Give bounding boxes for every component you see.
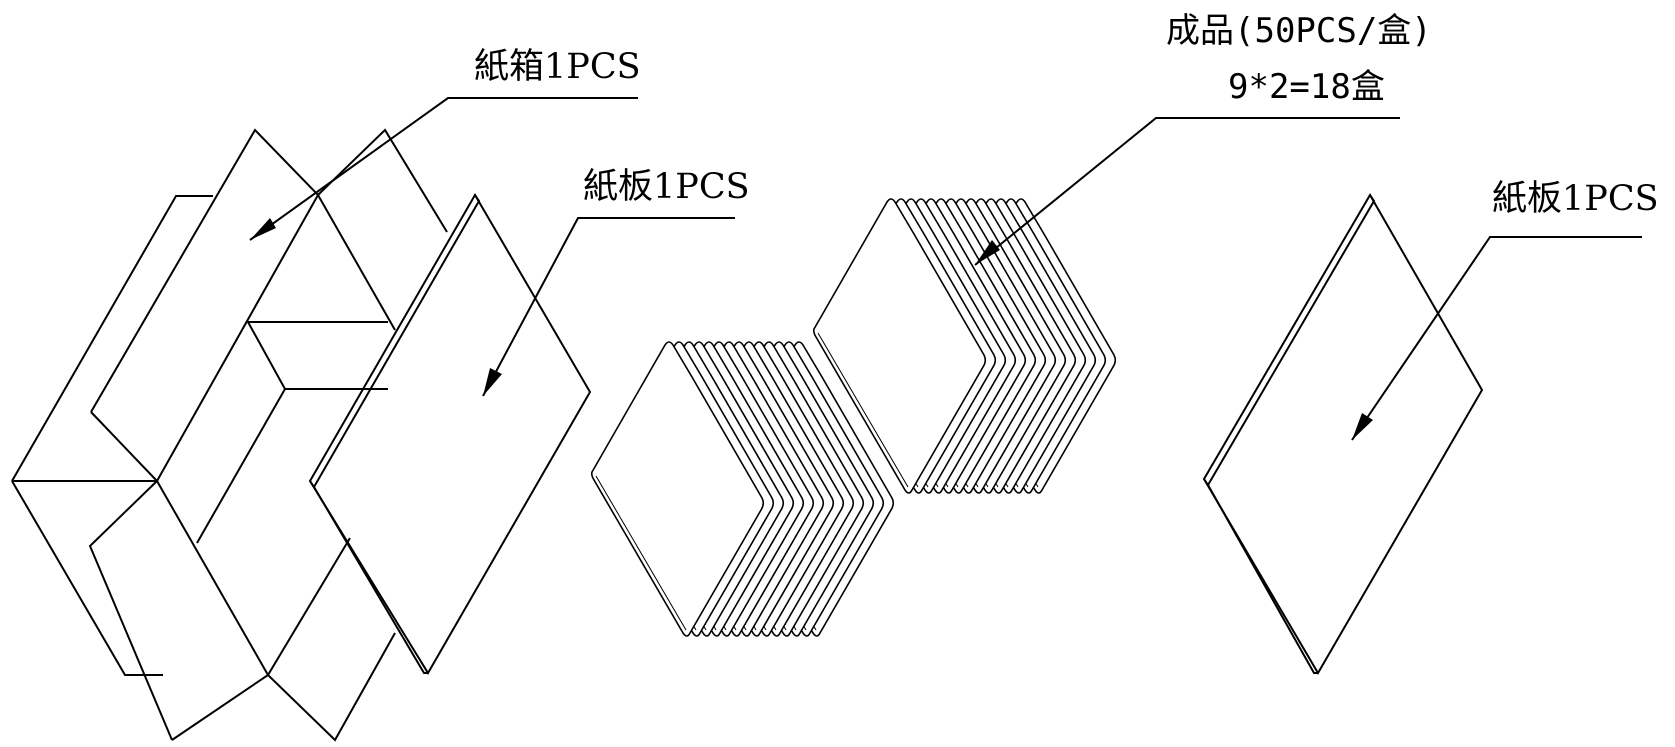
- product-box-edge: [595, 475, 687, 631]
- product-box-slice: [812, 198, 987, 494]
- leader-carton: [249, 97, 638, 241]
- arrowhead-icon: [975, 240, 1000, 265]
- leader-board-right: [1351, 236, 1642, 441]
- label-board-right: 紙板1PCS: [1492, 179, 1659, 219]
- leader-board-left: [482, 217, 735, 397]
- arrowhead-icon: [483, 368, 502, 396]
- label-carton: 紙箱1PCS: [474, 47, 641, 87]
- product-stack-right: [812, 198, 1117, 494]
- product-box-slice: [590, 341, 765, 637]
- product-stack-left: [590, 341, 895, 637]
- board-right-drawing: [1202, 193, 1484, 675]
- label-product-count: 9*2=18盒: [1228, 67, 1385, 107]
- arrowhead-icon: [1352, 413, 1373, 440]
- label-board-left: 紙板1PCS: [583, 167, 750, 207]
- carton-drawing: [11, 128, 448, 742]
- leader-product: [974, 117, 1400, 266]
- arrowhead-icon: [250, 218, 276, 240]
- board-left-drawing: [308, 193, 592, 675]
- label-product: 成品(50PCS/盒): [1166, 11, 1432, 51]
- product-box-edge: [817, 332, 909, 488]
